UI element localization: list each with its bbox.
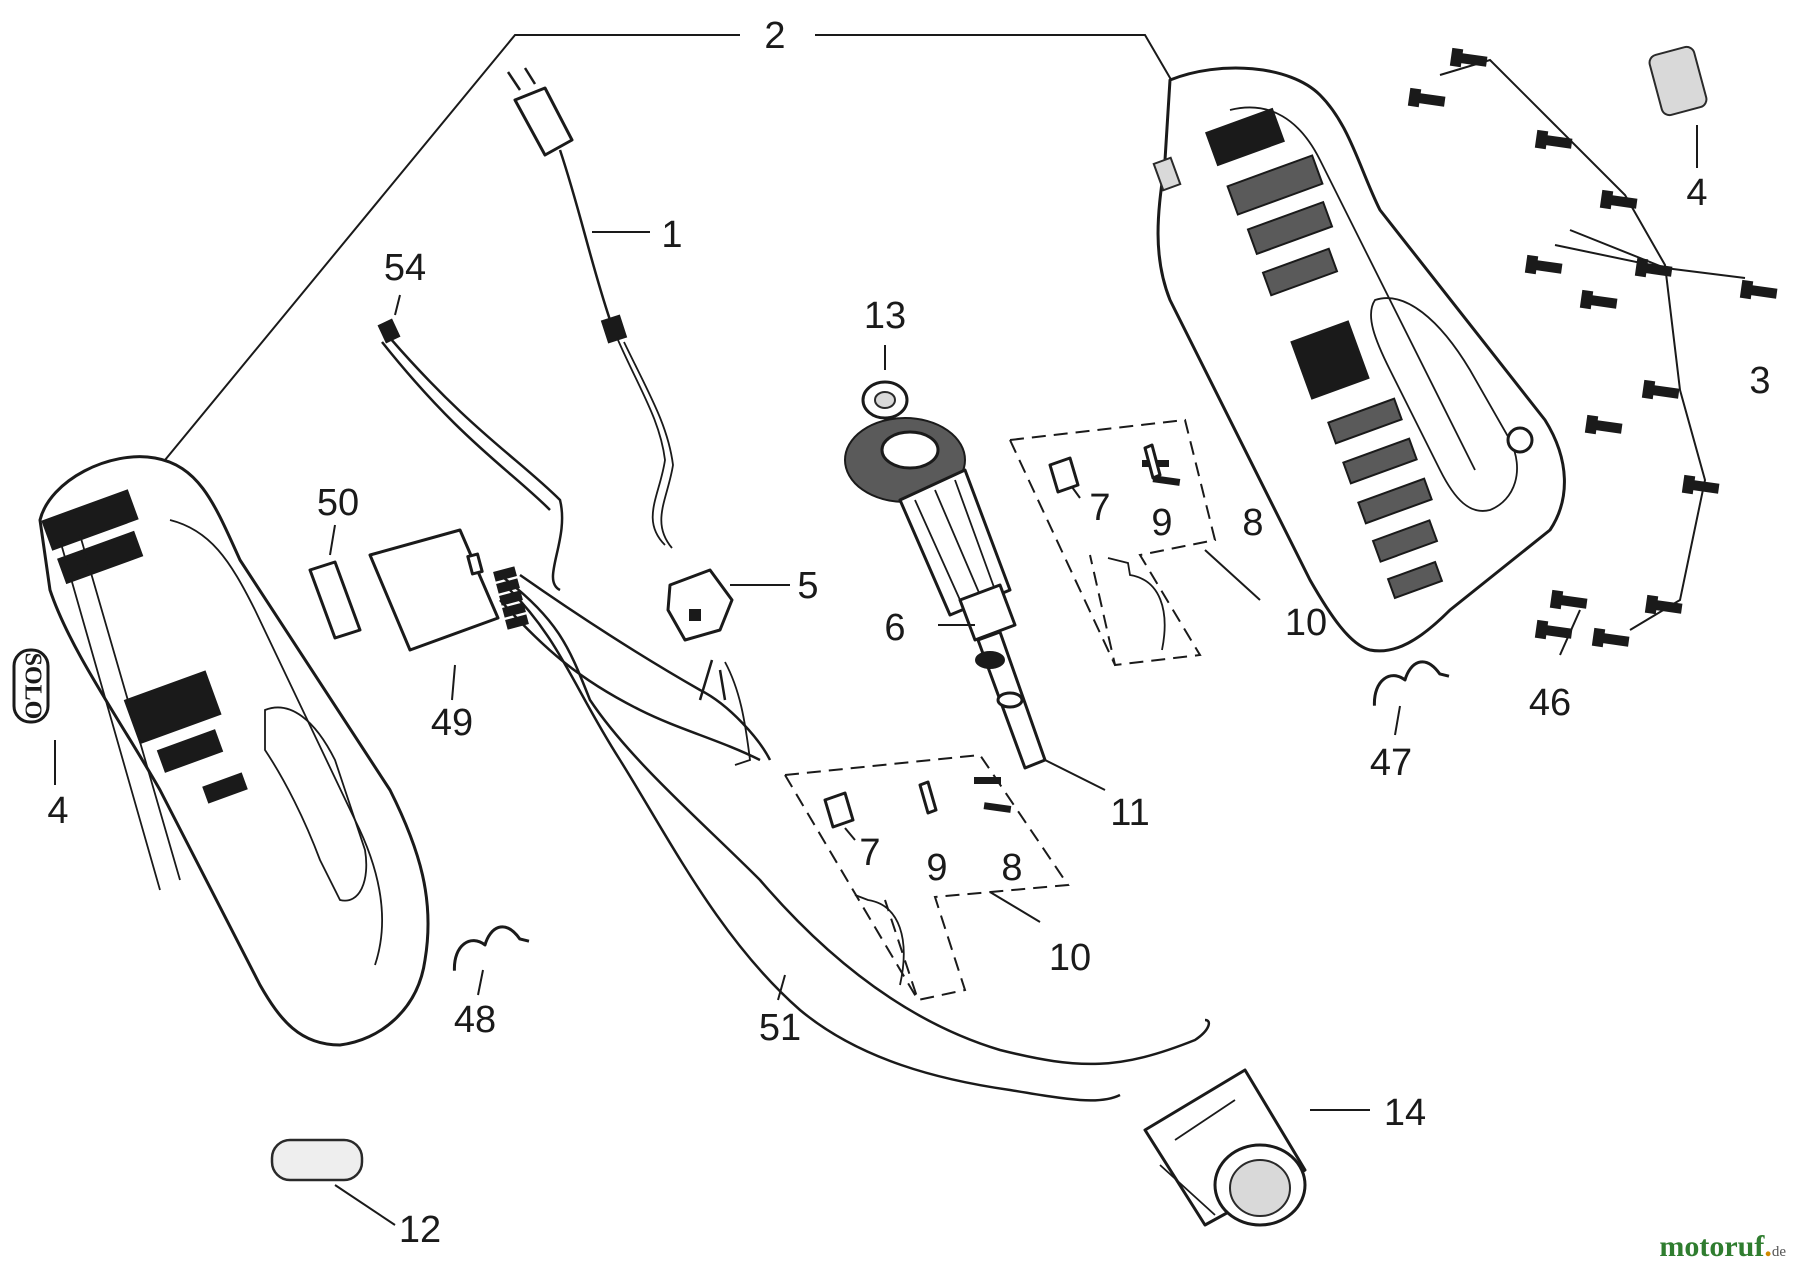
brush-holder-group-upper bbox=[1009, 418, 1217, 667]
watermark-dot: . bbox=[1764, 1230, 1772, 1263]
label-13: 13 bbox=[864, 295, 906, 337]
label-9-lower: 9 bbox=[926, 847, 947, 889]
armature-6 bbox=[844, 417, 1047, 770]
left-housing-half bbox=[38, 455, 430, 1047]
label-3: 3 bbox=[1749, 360, 1770, 402]
label-46: 46 bbox=[1529, 682, 1571, 724]
label-8-lower: 8 bbox=[1001, 847, 1022, 889]
label-10-lower: 10 bbox=[1049, 937, 1091, 979]
label-48: 48 bbox=[454, 999, 496, 1041]
spacer-block-50 bbox=[308, 560, 362, 640]
part-number-labels: 2 1 54 13 4 3 50 7 9 8 5 6 10 46 49 47 4… bbox=[47, 15, 1770, 1251]
leader-11 bbox=[1044, 759, 1106, 791]
label-7-upper: 7 bbox=[1089, 487, 1110, 529]
label-12: 12 bbox=[399, 1209, 441, 1251]
label-sticker-top-right bbox=[1648, 45, 1708, 117]
label-50: 50 bbox=[317, 482, 359, 524]
label-sticker-bottom bbox=[270, 1138, 364, 1182]
cable-clamp-48 bbox=[452, 925, 530, 996]
label-1: 1 bbox=[661, 214, 682, 256]
label-11: 11 bbox=[1110, 792, 1149, 834]
label-14: 14 bbox=[1384, 1092, 1426, 1134]
leader-7-lower bbox=[844, 827, 856, 841]
leader-2-left bbox=[164, 34, 740, 461]
bearing-13 bbox=[861, 380, 909, 420]
label-7-lower: 7 bbox=[859, 832, 880, 874]
leader-10-upper bbox=[1204, 549, 1261, 601]
watermark-logo: motoruf.de bbox=[1659, 1230, 1786, 1264]
cable-clamp-47 bbox=[1372, 660, 1450, 736]
brush-holder-upper-parts bbox=[1048, 443, 1181, 651]
leader-54 bbox=[394, 294, 401, 316]
leader-screw-link-2 bbox=[1554, 244, 1666, 269]
screw-set bbox=[1407, 47, 1778, 648]
brush-holder-lower-parts bbox=[823, 777, 1012, 986]
solo-logo-text: SOLO bbox=[19, 653, 45, 720]
label-6: 6 bbox=[884, 607, 905, 649]
label-2: 2 bbox=[764, 15, 785, 57]
leader-46 bbox=[1559, 609, 1581, 656]
gear-housing-ring-14 bbox=[1143, 1068, 1307, 1227]
label-10-upper: 10 bbox=[1285, 602, 1327, 644]
watermark-name: motoruf bbox=[1659, 1230, 1765, 1263]
leader-10-lower bbox=[989, 891, 1041, 923]
label-47: 47 bbox=[1370, 742, 1412, 784]
capacitor-49 bbox=[368, 528, 529, 652]
label-54: 54 bbox=[384, 247, 426, 289]
long-wire-set-51 bbox=[499, 573, 1211, 1102]
label-49: 49 bbox=[431, 702, 473, 744]
wire-harness-54 bbox=[377, 318, 564, 592]
watermark-tld: de bbox=[1771, 1244, 1786, 1260]
label-8-upper: 8 bbox=[1242, 502, 1263, 544]
power-cord bbox=[506, 67, 674, 549]
leader-12 bbox=[334, 1184, 396, 1226]
brush-holder-group-lower bbox=[784, 753, 1070, 1002]
leader-3 bbox=[1664, 267, 1746, 279]
brush-holder-group-lower-edge bbox=[784, 774, 919, 1001]
solo-logo-sticker: SOLO bbox=[12, 648, 50, 724]
leader-3-arc bbox=[1439, 58, 1707, 631]
label-4-left: 4 bbox=[47, 790, 68, 832]
leader-7-upper bbox=[1071, 486, 1081, 499]
label-51: 51 bbox=[759, 1007, 801, 1049]
label-9-upper: 9 bbox=[1151, 502, 1172, 544]
leader-51 bbox=[777, 974, 786, 1001]
leader-screw-link-1 bbox=[1569, 229, 1666, 269]
label-5: 5 bbox=[797, 565, 818, 607]
right-housing-half bbox=[1152, 66, 1566, 653]
leader-49 bbox=[451, 664, 456, 701]
leader-2-right bbox=[815, 34, 1181, 96]
label-4-right: 4 bbox=[1686, 172, 1707, 214]
brush-holder-group-upper-edge bbox=[1009, 439, 1116, 666]
switch-5 bbox=[666, 568, 751, 766]
leader-50 bbox=[329, 524, 336, 556]
